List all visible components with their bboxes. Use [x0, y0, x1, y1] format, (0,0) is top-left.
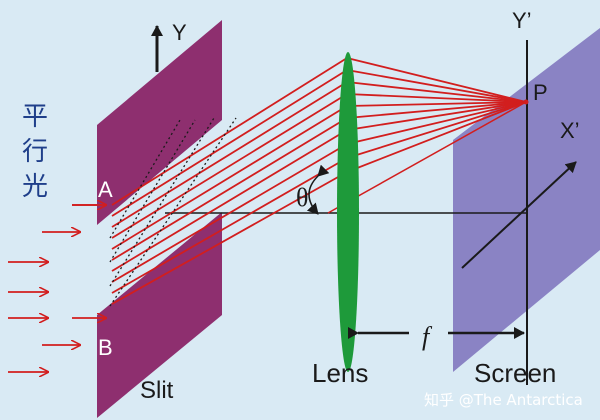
y-axis-label: Y — [172, 20, 187, 45]
ray — [346, 57, 527, 103]
theta-label: θ — [296, 183, 308, 212]
ray — [346, 101, 527, 145]
ray — [111, 105, 348, 250]
slit-label: Slit — [140, 377, 174, 404]
ray — [346, 101, 527, 173]
ray — [346, 101, 527, 107]
watermark: 知乎 @The Antarctica — [424, 391, 583, 409]
edge-b-label: B — [98, 335, 113, 360]
ray — [346, 101, 527, 159]
screen-label: Screen — [474, 358, 556, 388]
ray — [346, 93, 527, 103]
point-p — [523, 99, 529, 105]
x-prime-label: X’ — [560, 118, 580, 143]
ray — [346, 101, 527, 119]
ray — [111, 117, 348, 261]
lens — [337, 52, 359, 372]
parallel-light-char-3: 光 — [22, 172, 48, 202]
chief-ray — [327, 101, 527, 214]
parallel-light-char-2: 行 — [22, 137, 48, 167]
ray — [111, 129, 348, 272]
slit-lower-plate — [97, 212, 222, 418]
ray — [111, 69, 348, 217]
ray — [111, 57, 348, 206]
slit-upper-plate — [97, 20, 222, 225]
ray — [111, 81, 348, 228]
lens-label: Lens — [312, 358, 368, 388]
converging-rays — [346, 57, 527, 173]
point-p-label: P — [533, 80, 548, 105]
ray — [111, 93, 348, 239]
incident-arrows — [8, 205, 106, 372]
ray — [346, 69, 527, 103]
screen-x-axis — [461, 161, 577, 269]
focal-label: f — [422, 322, 433, 351]
ray — [346, 101, 527, 131]
y-prime-label: Y’ — [512, 8, 532, 33]
parallel-light-char-1: 平 — [22, 102, 48, 132]
diffracted-rays — [111, 57, 348, 305]
edge-a-label: A — [98, 177, 113, 202]
ray — [346, 81, 527, 103]
theta-arc — [306, 164, 330, 215]
